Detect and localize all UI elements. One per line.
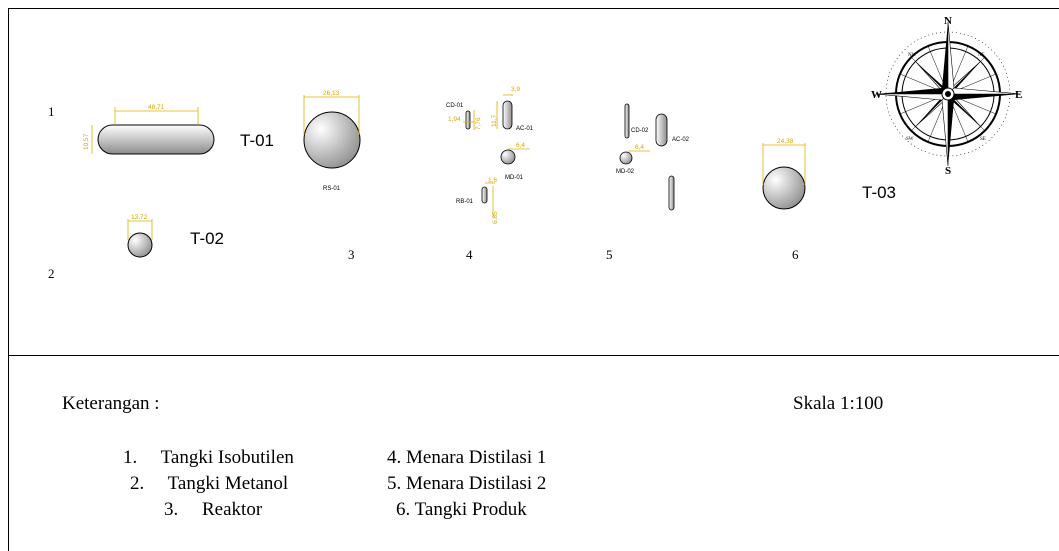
cd01-tag: CD-01: [446, 103, 464, 109]
compass-n-label: N: [944, 15, 952, 27]
distillation-column-1: CD-01 1,94 7,76 3,9 11,7 AC-01 6,4 MD-01…: [446, 86, 534, 224]
rb01-width-dim: 1,6: [488, 177, 497, 184]
ac02-tag: AC-02: [672, 137, 690, 143]
legend-item-6: 6. Tangki Produk: [396, 499, 527, 520]
row-number-1: 1: [48, 104, 55, 119]
reactor-rs01: 26,13 RS-01: [303, 90, 361, 192]
compass-nw-label: NW: [908, 53, 917, 58]
rb01-tag: RB-01: [456, 199, 474, 205]
tank-t01-label: T-01: [240, 131, 275, 150]
distillation-column-2: CD-02 AC-02 6,4 MD-02: [616, 103, 690, 211]
ac01-tag: AC-01: [516, 126, 534, 132]
t01-length-dim: 48,71: [148, 104, 165, 111]
rs01-diameter-dim: 26,13: [323, 90, 340, 97]
compass-sw-label: SW: [906, 137, 914, 142]
tank-t02: 13,72: [127, 214, 153, 258]
md02-diameter-dim: 6,4: [635, 144, 644, 151]
md01-tag: MD-01: [505, 175, 524, 181]
legend-title: Keterangan :: [62, 393, 160, 414]
cd01-height-dim: 7,76: [475, 117, 482, 130]
md02-tag: MD-02: [616, 169, 635, 175]
column-number-5: 5: [606, 247, 613, 262]
rs01-tag: RS-01: [323, 186, 341, 192]
column-number-4: 4: [466, 247, 473, 262]
compass-w-label: W: [871, 89, 882, 101]
scale-label: Skala 1:100: [793, 393, 884, 414]
ac01-width-dim: 3,9: [511, 86, 520, 93]
cd02-tag: CD-02: [631, 128, 649, 134]
ac01-height-dim: 11,7: [491, 114, 498, 127]
column-number-3: 3: [348, 247, 355, 262]
legend-item-4: 4. Menara Distilasi 1: [387, 447, 547, 468]
drawing-frame: [8, 8, 1059, 551]
t02-diameter-dim: 13,72: [131, 214, 148, 221]
legend-item-2: 2. Tangki Metanol: [130, 473, 289, 494]
rb01-height-dim: 6,85: [492, 211, 499, 224]
legend-item-3: 3. Reaktor: [164, 499, 263, 520]
column-number-6: 6: [792, 247, 799, 262]
t03-diameter-dim: 24,38: [777, 138, 794, 145]
legend-divider: [8, 355, 1059, 356]
tank-t01: 48,71 10,57: [83, 104, 215, 155]
cd01-width-dim: 1,94: [448, 116, 461, 123]
compass-se-label: SE: [980, 137, 986, 142]
legend-item-1: 1. Tangki Isobutilen: [123, 447, 294, 468]
row-number-2: 2: [48, 266, 55, 281]
compass-rose-icon: N S E W NE NW SE SW: [871, 15, 1022, 177]
tank-t03: 24,38: [762, 138, 806, 210]
legend-item-5: 5. Menara Distilasi 2: [387, 473, 547, 494]
compass-ne-label: NE: [978, 53, 985, 58]
tank-t02-label: T-02: [190, 229, 225, 248]
t01-height-dim: 10,57: [83, 133, 90, 150]
tank-t03-label: T-03: [862, 183, 897, 202]
md01-diameter-dim: 6,4: [516, 142, 525, 149]
compass-e-label: E: [1015, 89, 1022, 101]
compass-s-label: S: [945, 165, 951, 177]
